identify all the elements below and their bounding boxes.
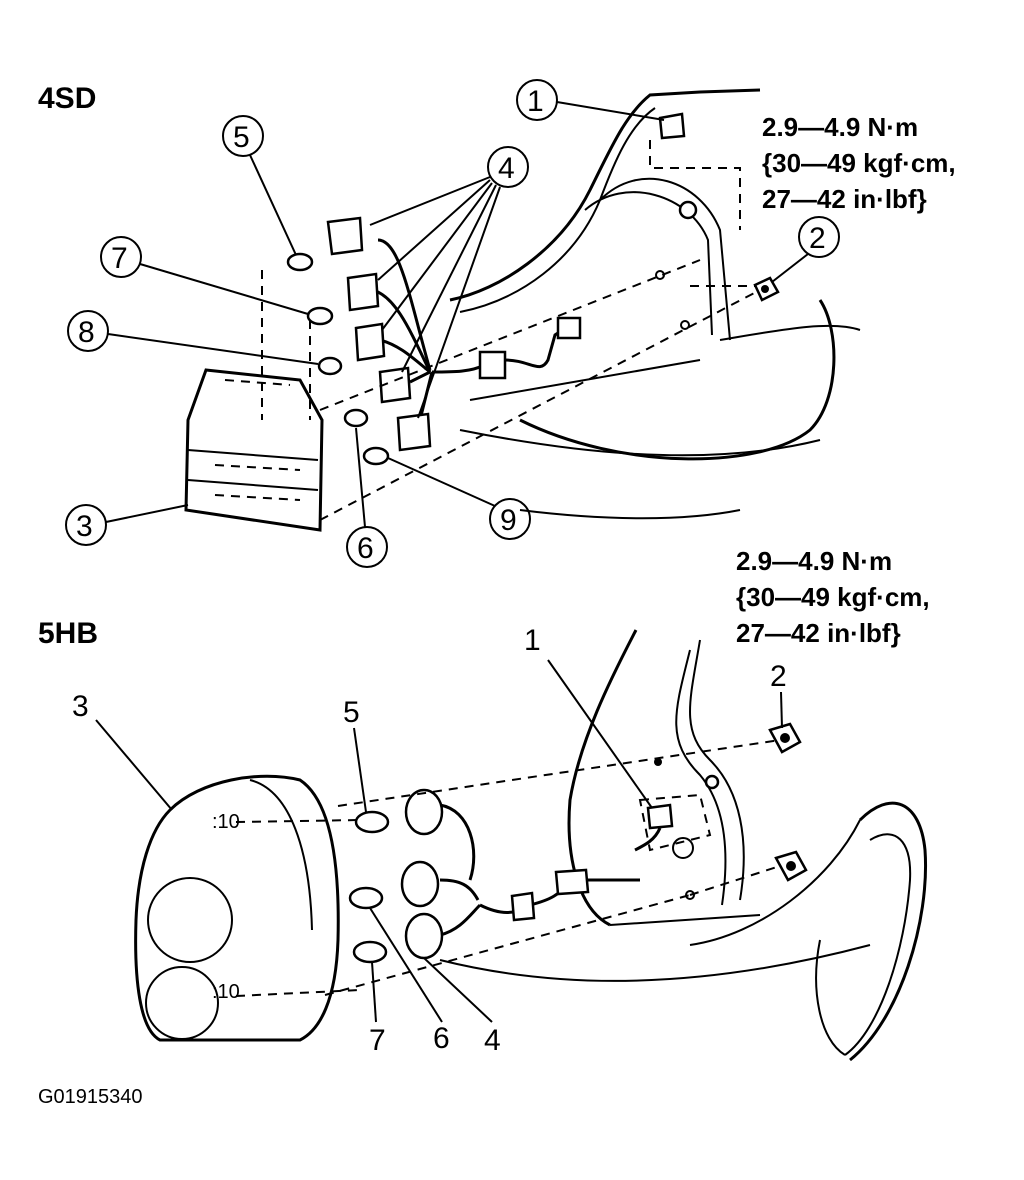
callout-4sd-5: 5 — [233, 121, 250, 154]
bulb-sockets-4sd — [326, 216, 432, 452]
callout-4sd-3: 3 — [76, 510, 93, 543]
nuts-5hb — [768, 722, 808, 882]
section-5hb: 5HB 2.9—4.9 N·m {30—49 kgf·cm, 27—42 in·… — [38, 546, 930, 1062]
connector-4sd — [658, 112, 686, 140]
mount-lines-5hb — [235, 739, 781, 997]
torque-spec-4sd-line1: 2.9—4.9 N·m — [762, 112, 918, 142]
section-title-5hb: 5HB — [38, 617, 98, 650]
section-4sd: 4SD 2.9—4.9 N·m {30—49 kgf·cm, 27—42 in·… — [38, 79, 956, 568]
callout-5hb-1: 1 — [524, 624, 541, 657]
callout-4sd-1: 1 — [527, 85, 544, 118]
figure-id: G01915340 — [38, 1086, 143, 1108]
bulb-sockets-5hb — [400, 788, 444, 960]
callout-5hb-7: 7 — [369, 1024, 386, 1057]
section-title-4sd: 4SD — [38, 82, 96, 115]
callout-4sd-7: 7 — [111, 242, 128, 275]
bulbs-4sd — [286, 252, 390, 466]
lamp-housing-5hb: :10 :10 — [134, 774, 340, 1042]
torque-spec-5hb-line2: {30—49 kgf·cm, — [736, 582, 930, 612]
callout-5hb-4: 4 — [484, 1024, 501, 1057]
callouts-4sd: 1 2 3 4 5 6 7 8 — [65, 79, 840, 568]
mount-lines-4sd — [261, 140, 761, 521]
torque-spec-4sd-line2: {30—49 kgf·cm, — [762, 148, 956, 178]
callout-5hb-6: 6 — [433, 1022, 450, 1055]
callout-5hb-2: 2 — [770, 660, 787, 693]
callout-5hb-3: 3 — [72, 690, 89, 723]
callouts-5hb: 1 2 3 4 5 6 7 — [72, 624, 787, 1057]
callout-4sd-8: 8 — [78, 316, 95, 349]
lamp-mark-bottom: :10 — [212, 981, 240, 1003]
lamp-mark-top: :10 — [212, 811, 240, 833]
callout-4sd-6: 6 — [357, 532, 374, 565]
torque-spec-5hb-line1: 2.9—4.9 N·m — [736, 546, 892, 576]
bulbs-5hb — [348, 810, 390, 964]
callout-5hb-5: 5 — [343, 696, 360, 729]
callout-4sd-4: 4 — [498, 152, 515, 185]
callout-4sd-2: 2 — [809, 222, 826, 255]
connector-5hb — [634, 793, 712, 852]
lamp-housing-4sd — [184, 368, 324, 532]
wiring-harness-5hb — [439, 803, 640, 937]
torque-spec-4sd-line3: 27—42 in·lbf} — [762, 184, 927, 214]
car-body-5hb — [439, 629, 928, 1062]
nut-4sd — [753, 276, 780, 302]
torque-spec-5hb-line3: 27—42 in·lbf} — [736, 618, 901, 648]
callout-4sd-9: 9 — [500, 504, 517, 537]
